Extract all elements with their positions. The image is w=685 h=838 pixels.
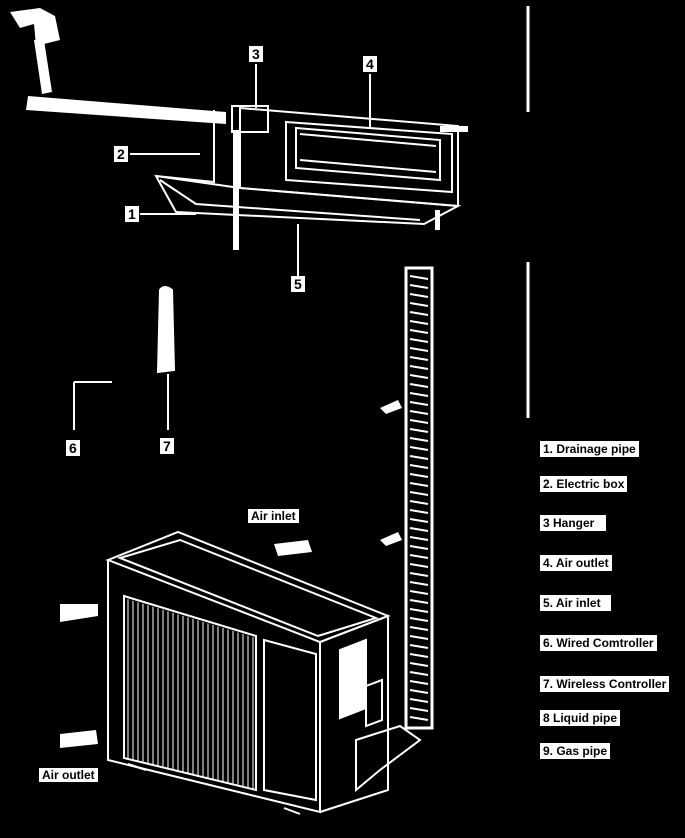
callout-4: 4 <box>363 56 377 72</box>
air-outlet-label: Air outlet <box>39 768 98 782</box>
legend-item-drainage-pipe: 1. Drainage pipe <box>540 441 639 457</box>
callout-5: 5 <box>291 276 305 292</box>
legend-item-hanger: 3 Hanger <box>540 515 607 531</box>
air-inlet-label: Air inlet <box>248 509 299 523</box>
legend-item-electric-box: 2. Electric box <box>540 476 628 492</box>
callout-3: 3 <box>249 46 263 62</box>
refrigerant-pipe-drawing <box>380 266 434 730</box>
legend-item-wireless-controller: 7. Wireless Controller <box>540 676 670 692</box>
callout-7: 7 <box>160 438 174 454</box>
legend-item-liquid-pipe: 8 Liquid pipe <box>540 710 620 726</box>
legend-item-wired-controller: 6. Wired Comtroller <box>540 635 657 651</box>
callout-6: 6 <box>66 440 80 456</box>
legend-item-gas-pipe: 9. Gas pipe <box>540 743 611 759</box>
outdoor-unit-drawing <box>105 530 422 815</box>
outdoor-grille <box>127 599 254 790</box>
indoor-unit-drawing <box>154 105 462 226</box>
leader-lines <box>130 64 371 276</box>
drain-pipe-drawing <box>10 8 226 124</box>
callout-2: 2 <box>114 146 128 162</box>
indoor-hangers <box>233 126 468 250</box>
controllers-drawing <box>73 286 176 430</box>
legend-item-air-outlet: 4. Air outlet <box>540 555 612 571</box>
legend-item-air-inlet: 5. Air inlet <box>540 595 611 611</box>
callout-1: 1 <box>125 206 139 222</box>
airflow-arrows <box>60 540 312 748</box>
